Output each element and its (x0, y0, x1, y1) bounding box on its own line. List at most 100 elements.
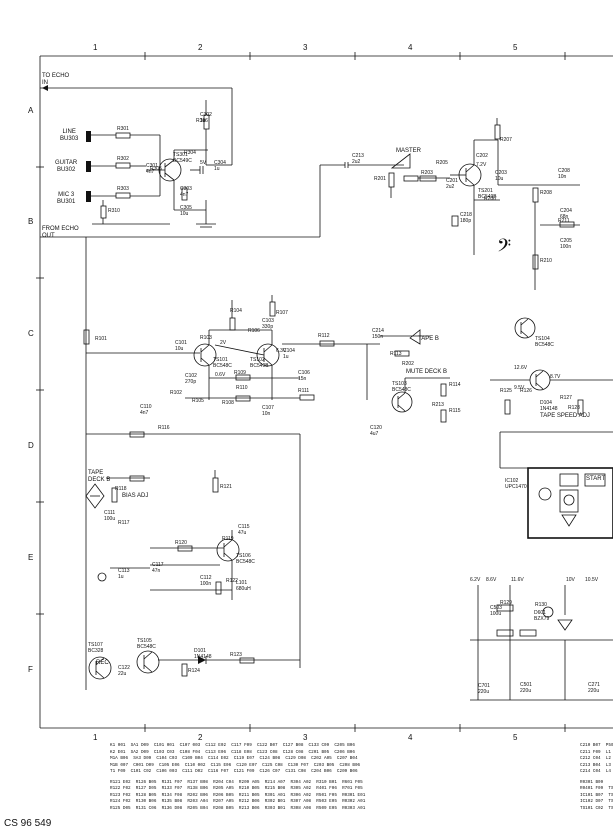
resistor-r105-label: R105 (192, 398, 204, 404)
capacitor-c214-label: C214 150n (372, 328, 384, 340)
resistor-r128-label: R128 (568, 405, 580, 411)
bias-oscillator (85, 470, 300, 680)
row-label-F: F (28, 665, 33, 674)
to-echo-label: TO ECHO IN (42, 73, 70, 86)
resistor-r115-label: R115 (449, 408, 461, 414)
column-label-4: 4 (408, 733, 413, 742)
resistor-r304-label: R304 (184, 150, 196, 156)
column-label-3: 3 (303, 733, 308, 742)
crossref-row: R123 F02 R128 B05 R134 F08 R202 B06 R206… (110, 792, 366, 798)
ic102-box (527, 467, 613, 539)
frame (36, 52, 613, 732)
resistor-r119-label: R119 (222, 536, 234, 542)
capacitor-c304-label: C304 1u (214, 160, 226, 172)
resistor-r120-label: R120 (175, 540, 187, 546)
crossref-row: K1 001 SA1 D09 C101 001 C107 003 C112 E0… (110, 743, 355, 748)
crossref-row: R124 F02 R130 B06 R135 B08 R203 A04 R207… (110, 799, 366, 804)
resistor-r117-label: R117 (118, 520, 130, 526)
voltage-label: 8.7V (550, 374, 561, 380)
capacitor-c701-label: C701 220u (478, 683, 490, 695)
capacitor-c112-label: C112 100n (200, 575, 212, 587)
resistor-r112-label: R112 (318, 333, 330, 339)
column-label-1: 1 (93, 733, 98, 742)
resistor-r301-label: R301 (117, 126, 129, 132)
resistor-r104-label: R104 (230, 308, 242, 314)
tape-b-label: TAPE B (418, 336, 439, 342)
master-stage: 𝄢 (344, 118, 580, 290)
resistor-r201-label: R201 (374, 176, 386, 182)
ts101-transistor (193, 343, 217, 367)
voltage-label: 5V (200, 160, 207, 166)
crossref-table: K1 001 SA1 D09 C101 001 C107 003 C112 E0… (110, 743, 490, 812)
capacitor-c213-label: C213 2u2 (352, 153, 364, 165)
voltage-label: 7.2V (476, 162, 487, 168)
resistor-r303-label: R303 (117, 186, 129, 192)
voltage-label: 12.6V (514, 365, 528, 371)
crossref-right-row: C213 B04 L3 (580, 762, 611, 768)
line-input-label: LINE BU303 (60, 129, 79, 142)
capacitor-c111-label: C111 100u (104, 510, 116, 522)
resistor-r125-label: R125 (500, 388, 512, 394)
capacitor-c302-label: C302 1u (200, 112, 212, 124)
resistor-r113-label: R113 (390, 351, 402, 357)
resistor-r110-label: R110 (236, 385, 248, 391)
resistor-r306-label: R306 (196, 118, 208, 124)
tape-speed-adj-label: TAPE SPEED ADJ (540, 413, 590, 419)
resistor-r124-label: R124 (188, 668, 200, 674)
column-label-2: 2 (198, 733, 203, 742)
capacitor-c303-label: C303 4n7 (180, 186, 192, 198)
crossref-row: M1B 007 C001 D09 C105 E06 C110 002 C115 … (110, 762, 361, 768)
capacitor-c117-label: C117 47n (152, 562, 164, 574)
resistor-r302-label: R302 (117, 156, 129, 162)
crossref-right-row: R0401 F09 TS (580, 786, 613, 791)
capacitor-c202-label: C202 (476, 153, 488, 159)
capacitor-c122-label: C122 22u (118, 665, 130, 677)
power-rails (470, 585, 613, 701)
crossref-row: M1A B06 SA3 D09 C104 C03 C109 B04 C114 E… (110, 756, 358, 761)
resistor-r103-label: R103 (200, 335, 212, 341)
bias-adj-label: BIAS ADJ (122, 493, 149, 499)
ts103-transistor (391, 391, 413, 413)
tape-deck-label: TAPE DECK B (88, 470, 111, 483)
from-echo-label: FROM ECHO OUT (42, 226, 79, 239)
rec-label: REC (96, 660, 109, 666)
row-label-A: A (28, 106, 34, 115)
voltage-label: 6.2V (470, 577, 481, 583)
capacitor-c203-label: C203 10u (495, 170, 507, 182)
voltage-label: 10V (566, 577, 575, 583)
resistor-r109-label: R109 (234, 370, 246, 376)
capacitor-c301-label: C301 4n7 (146, 163, 158, 175)
capacitor-c104-label: C104 1u (283, 348, 295, 360)
capacitor-c205-label: C205 100n (560, 238, 572, 250)
capacitor-c305-label: C305 10u (180, 205, 192, 217)
mute-deck-b-label: MUTE DECK B (406, 369, 448, 375)
row-label-D: D (28, 441, 34, 450)
crossref-right-row: TS101 C02 TS (580, 805, 613, 811)
resistor-r202-label: R202 (402, 361, 414, 367)
resistor-r206-label: R206 (484, 196, 496, 202)
capacitor-c208-label: C208 10n (558, 168, 570, 180)
column-label-5: 5 (513, 43, 518, 52)
column-label-1: 1 (93, 43, 98, 52)
start-label: START (586, 476, 606, 482)
mic-input-label: MIC 3 BU301 (57, 192, 76, 205)
resistor-r116-label: R116 (158, 425, 170, 431)
from-echo-bus (40, 164, 345, 690)
crossref-row: R125 D05 R131 C06 R136 D08 R205 B04 R208… (110, 805, 366, 811)
resistor-r101-label: R101 (95, 336, 107, 342)
ts107-transistor (88, 656, 112, 680)
ts104-transistor (514, 317, 536, 339)
capacitor-c501-label: C501 220u (520, 682, 532, 694)
resistor-r107-label: R107 (276, 310, 288, 316)
